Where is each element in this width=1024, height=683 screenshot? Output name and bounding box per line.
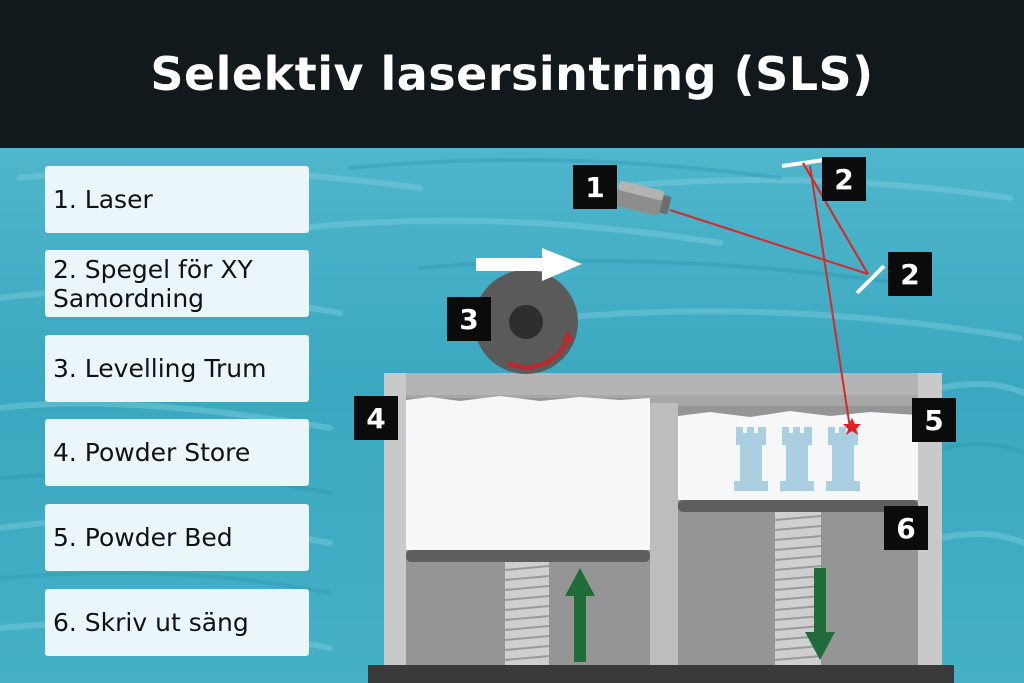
- legend-item-label: 1. Laser: [53, 185, 153, 214]
- badge-drum: 3: [447, 297, 491, 341]
- powder-store-piston: [406, 550, 650, 562]
- badge-powder-bed: 5: [912, 398, 956, 442]
- laser-device: [614, 180, 672, 216]
- chamber-divider: [650, 403, 678, 683]
- badge-print-bed: 6: [884, 506, 928, 550]
- print-bed-platform: [678, 500, 918, 512]
- right-arrow-icon: [476, 248, 582, 281]
- printed-rook: [826, 427, 860, 491]
- legend-item-powder-store: 4. Powder Store: [45, 419, 309, 486]
- legend-item-laser: 1. Laser: [45, 166, 309, 233]
- legend-item-label: 4. Powder Store: [53, 438, 251, 467]
- printed-rook: [734, 427, 768, 491]
- legend-item-label: 5. Powder Bed: [53, 523, 233, 552]
- legend-item-label: 3. Levelling Trum: [53, 354, 267, 383]
- legend-item-label: 6. Skriv ut säng: [53, 608, 249, 637]
- sls-machine-illustration: [368, 158, 954, 683]
- chamber-top-ledge: [384, 373, 942, 395]
- printed-parts: [734, 427, 860, 491]
- legend-item-powder-bed: 5. Powder Bed: [45, 504, 309, 571]
- drum-axle: [509, 305, 543, 339]
- drum-rotation-arrow-icon: [507, 337, 570, 370]
- header: Selektiv lasersintring (SLS): [0, 0, 1024, 148]
- chamber-left-wall: [384, 373, 406, 683]
- machine-base: [368, 665, 954, 683]
- legend-item-mirror: 2. Spegel för XY Samordning: [45, 250, 309, 317]
- drum-rotation-arrowhead: [562, 330, 574, 342]
- badge-mirror-right: 2: [888, 252, 932, 296]
- legend-item-label: 2. Spegel för XY Samordning: [53, 254, 253, 313]
- powder-store-screw: [505, 562, 549, 683]
- legend-item-drum: 3. Levelling Trum: [45, 335, 309, 402]
- mirror-right: [855, 264, 886, 295]
- legend-item-print-bed: 6. Skriv ut säng: [45, 589, 309, 656]
- up-arrow-icon: [565, 568, 595, 662]
- down-arrow-icon: [805, 568, 835, 660]
- print-bed-screw-threads: [774, 515, 822, 671]
- badge-laser: 1: [573, 165, 617, 209]
- badge-powder-store: 4: [354, 396, 398, 440]
- badge-mirror-top: 2: [822, 157, 866, 201]
- powder-store-powder: [406, 396, 650, 550]
- diagram-title: Selektiv lasersintring (SLS): [150, 47, 874, 101]
- laser-beam: [669, 162, 869, 429]
- diagram-stage: 1. Laser 2. Spegel för XY Samordning 3. …: [0, 148, 1024, 683]
- laser-spark-icon: [843, 418, 861, 435]
- printed-rook: [780, 427, 814, 491]
